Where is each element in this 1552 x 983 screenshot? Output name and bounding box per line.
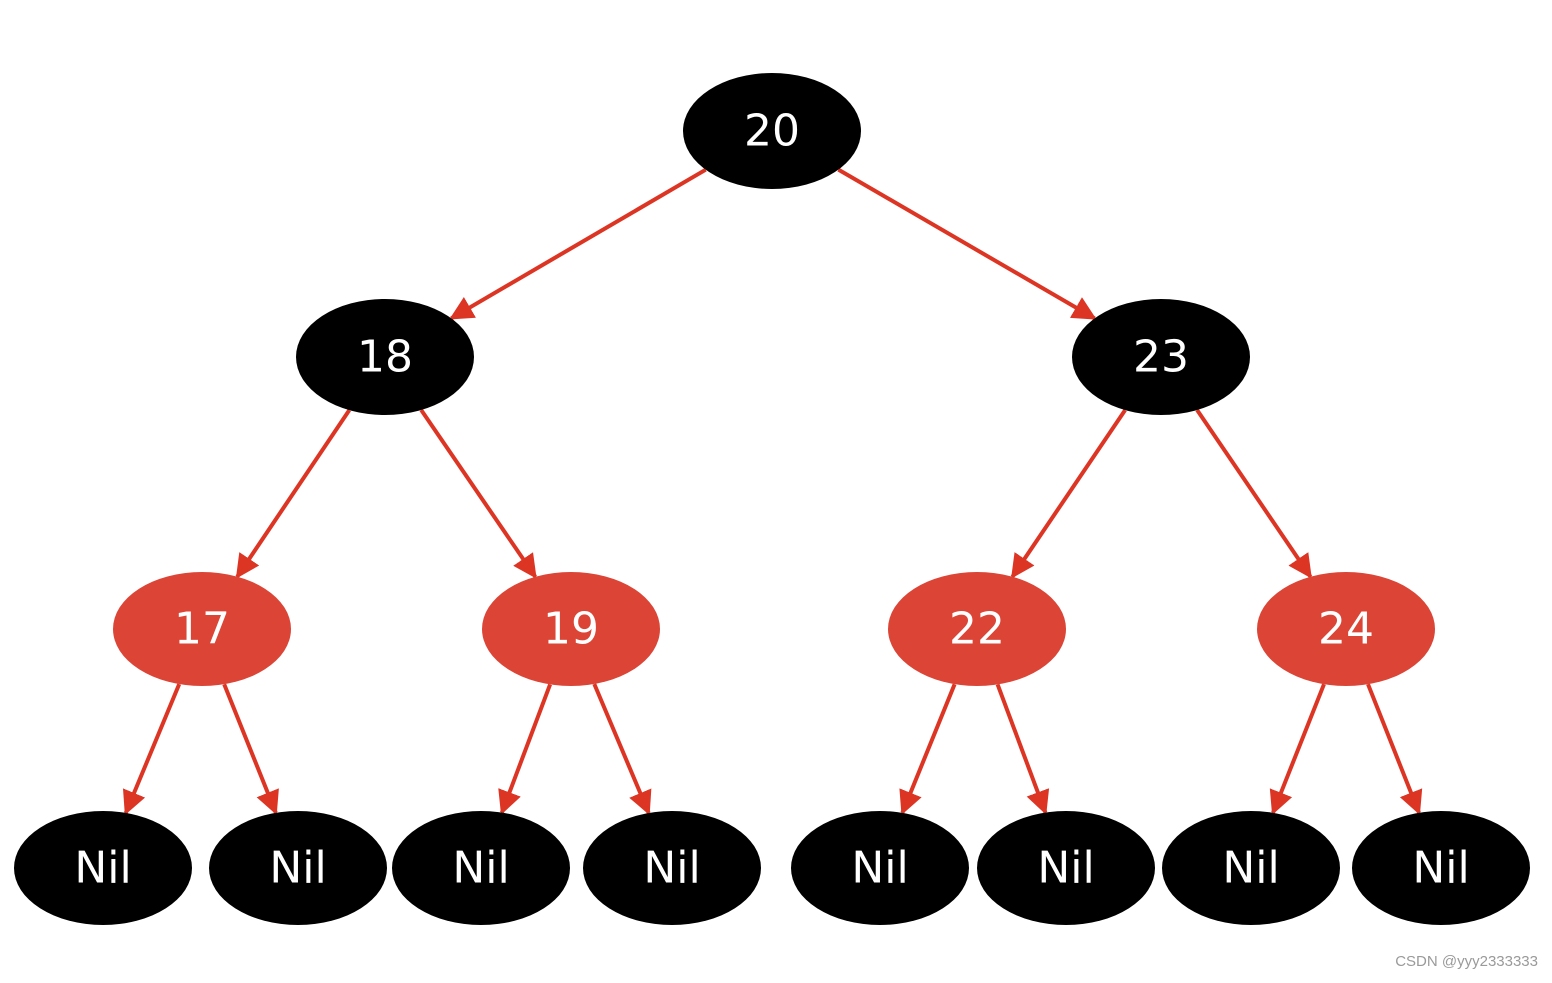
node-label: Nil bbox=[74, 843, 131, 894]
red-node-shape bbox=[113, 572, 291, 686]
black-node-shape bbox=[977, 811, 1155, 925]
edge-n20-to-n23 bbox=[837, 167, 1097, 321]
node-label: Nil bbox=[851, 843, 908, 894]
black-node-shape bbox=[296, 299, 474, 415]
node-label: 20 bbox=[744, 106, 800, 157]
edge-n19-to-nil3 bbox=[498, 683, 552, 815]
black-node-shape bbox=[683, 73, 861, 189]
node-label: 18 bbox=[357, 332, 413, 383]
edge-n24-to-nil8 bbox=[1366, 683, 1423, 816]
edge-n17-to-nil1 bbox=[122, 683, 182, 816]
tree-node-nil4: Nil bbox=[583, 811, 761, 925]
tree-node-n18: 18 bbox=[296, 299, 474, 415]
black-node-shape bbox=[209, 811, 387, 925]
edge-n18-to-n17 bbox=[235, 408, 351, 579]
tree-node-nil2: Nil bbox=[209, 811, 387, 925]
black-node-shape bbox=[392, 811, 570, 925]
red-node-shape bbox=[888, 572, 1066, 686]
red-node-shape bbox=[1257, 572, 1435, 686]
node-label: Nil bbox=[1412, 843, 1469, 894]
edge-n24-to-nil7 bbox=[1269, 683, 1326, 816]
tree-node-n19: 19 bbox=[482, 572, 660, 686]
tree-node-nil7: Nil bbox=[1162, 811, 1340, 925]
black-node-shape bbox=[14, 811, 192, 925]
red-node-shape bbox=[482, 572, 660, 686]
black-node-shape bbox=[1162, 811, 1340, 925]
node-label: 22 bbox=[949, 604, 1005, 655]
node-label: 17 bbox=[174, 604, 230, 655]
edges-layer bbox=[122, 167, 1423, 816]
tree-node-n17: 17 bbox=[113, 572, 291, 686]
black-node-shape bbox=[1352, 811, 1530, 925]
node-label: 23 bbox=[1133, 332, 1189, 383]
tree-node-nil3: Nil bbox=[392, 811, 570, 925]
edge-n17-to-nil2 bbox=[222, 683, 279, 816]
tree-node-nil1: Nil bbox=[14, 811, 192, 925]
tree-node-n22: 22 bbox=[888, 572, 1066, 686]
tree-node-nil6: Nil bbox=[977, 811, 1155, 925]
node-label: Nil bbox=[1037, 843, 1094, 894]
tree-node-nil5: Nil bbox=[791, 811, 969, 925]
node-label: Nil bbox=[1222, 843, 1279, 894]
edge-n23-to-n22 bbox=[1010, 408, 1127, 579]
edge-n20-to-n18 bbox=[449, 167, 707, 321]
node-label: 19 bbox=[543, 604, 599, 655]
edge-n18-to-n19 bbox=[419, 408, 537, 579]
node-label: Nil bbox=[452, 843, 509, 894]
node-label: Nil bbox=[643, 843, 700, 894]
edge-n23-to-n24 bbox=[1195, 408, 1313, 579]
black-node-shape bbox=[583, 811, 761, 925]
tree-node-nil8: Nil bbox=[1352, 811, 1530, 925]
tree-node-n24: 24 bbox=[1257, 572, 1435, 686]
edge-n22-to-nil5 bbox=[899, 683, 957, 816]
node-label: 24 bbox=[1318, 604, 1374, 655]
edge-n19-to-nil4 bbox=[592, 683, 652, 816]
watermark: CSDN @yyy2333333 bbox=[1395, 953, 1538, 970]
tree-node-n20: 20 bbox=[683, 73, 861, 189]
tree-node-n23: 23 bbox=[1072, 299, 1250, 415]
edge-n22-to-nil6 bbox=[995, 683, 1050, 815]
node-label: Nil bbox=[269, 843, 326, 894]
black-node-shape bbox=[791, 811, 969, 925]
black-node-shape bbox=[1072, 299, 1250, 415]
